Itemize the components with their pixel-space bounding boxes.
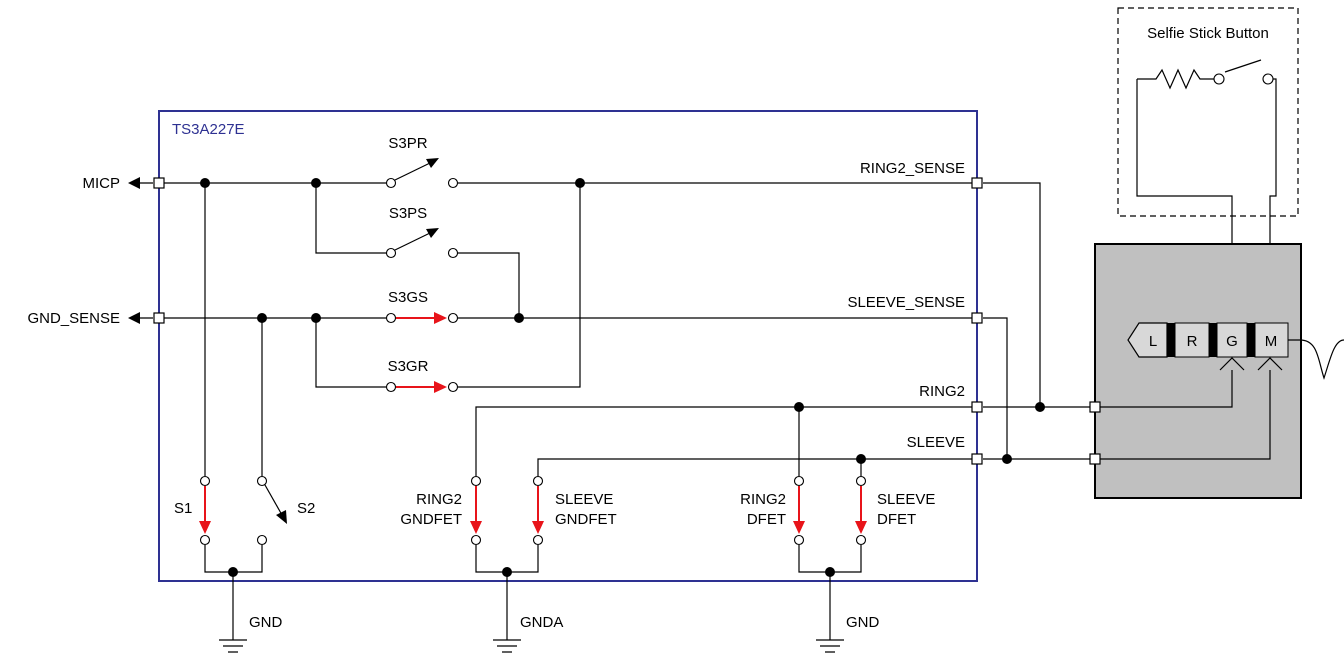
pin-label-sleeve: SLEEVE (907, 434, 965, 451)
switch-label-sleeve-dfet-1: SLEEVE (877, 491, 935, 508)
pin-pads (153, 177, 1101, 465)
selfie-stick-title: Selfie Stick Button (1147, 25, 1269, 42)
chip-outline (158, 110, 978, 582)
switch-s3pr (385, 158, 459, 189)
switch-s3gs (385, 312, 459, 324)
switch-s3gr (385, 381, 459, 393)
switch-ring2-dfet (793, 475, 805, 546)
switch-label-sleeve-gndfet-2: GNDFET (555, 511, 617, 528)
plug-segment-l: L (1149, 333, 1157, 350)
switch-label-s3ps: S3PS (389, 205, 427, 222)
audio-plug: L R G M (1127, 322, 1344, 380)
jack-body (1094, 243, 1302, 499)
pin-label-sleeve-sense: SLEEVE_SENSE (847, 294, 965, 311)
pin-label-micp: MICP (83, 175, 121, 192)
switch-label-ring2-gndfet-2: GNDFET (400, 511, 462, 528)
switch-label-sleeve-gndfet-1: SLEEVE (555, 491, 613, 508)
ground-symbol-left (219, 639, 247, 653)
ground-label-middle: GNDA (520, 614, 563, 631)
pin-label-gnd-sense: GND_SENSE (27, 310, 120, 327)
switch-label-ring2-gndfet-1: RING2 (416, 491, 462, 508)
switch-sleeve-dfet (855, 475, 867, 546)
wires (128, 177, 1271, 640)
switch-sleeve-gndfet (532, 475, 544, 546)
ground-label-right: GND (846, 614, 880, 631)
switch-label-s2: S2 (297, 500, 315, 517)
ground-symbol-right (816, 639, 844, 653)
switch-s3ps (385, 228, 459, 259)
plug-cable (1288, 339, 1344, 380)
ground-label-left: GND (249, 614, 283, 631)
switch-s1 (199, 475, 211, 546)
plug-segment-g: G (1226, 333, 1238, 350)
pin-label-ring2: RING2 (919, 383, 965, 400)
junction-dots (200, 178, 1045, 577)
switch-s2 (256, 475, 287, 546)
chip-name: TS3A227E (172, 121, 245, 138)
switch-label-ring2-dfet-1: RING2 (740, 491, 786, 508)
pin-label-ring2-sense: RING2_SENSE (860, 160, 965, 177)
ground-symbol-middle (493, 639, 521, 653)
switch-ring2-gndfet (470, 475, 482, 546)
selfie-stick-button: Selfie Stick Button (1117, 7, 1299, 330)
switch-label-s3pr: S3PR (388, 135, 427, 152)
switch-label-s3gs: S3GS (388, 289, 428, 306)
switch-label-ring2-dfet-2: DFET (747, 511, 786, 528)
plug-segment-r: R (1187, 333, 1198, 350)
plug-segment-m: M (1265, 333, 1278, 350)
switch-label-sleeve-dfet-2: DFET (877, 511, 916, 528)
switch-label-s3gr: S3GR (388, 358, 429, 375)
switch-label-s1: S1 (174, 500, 192, 517)
